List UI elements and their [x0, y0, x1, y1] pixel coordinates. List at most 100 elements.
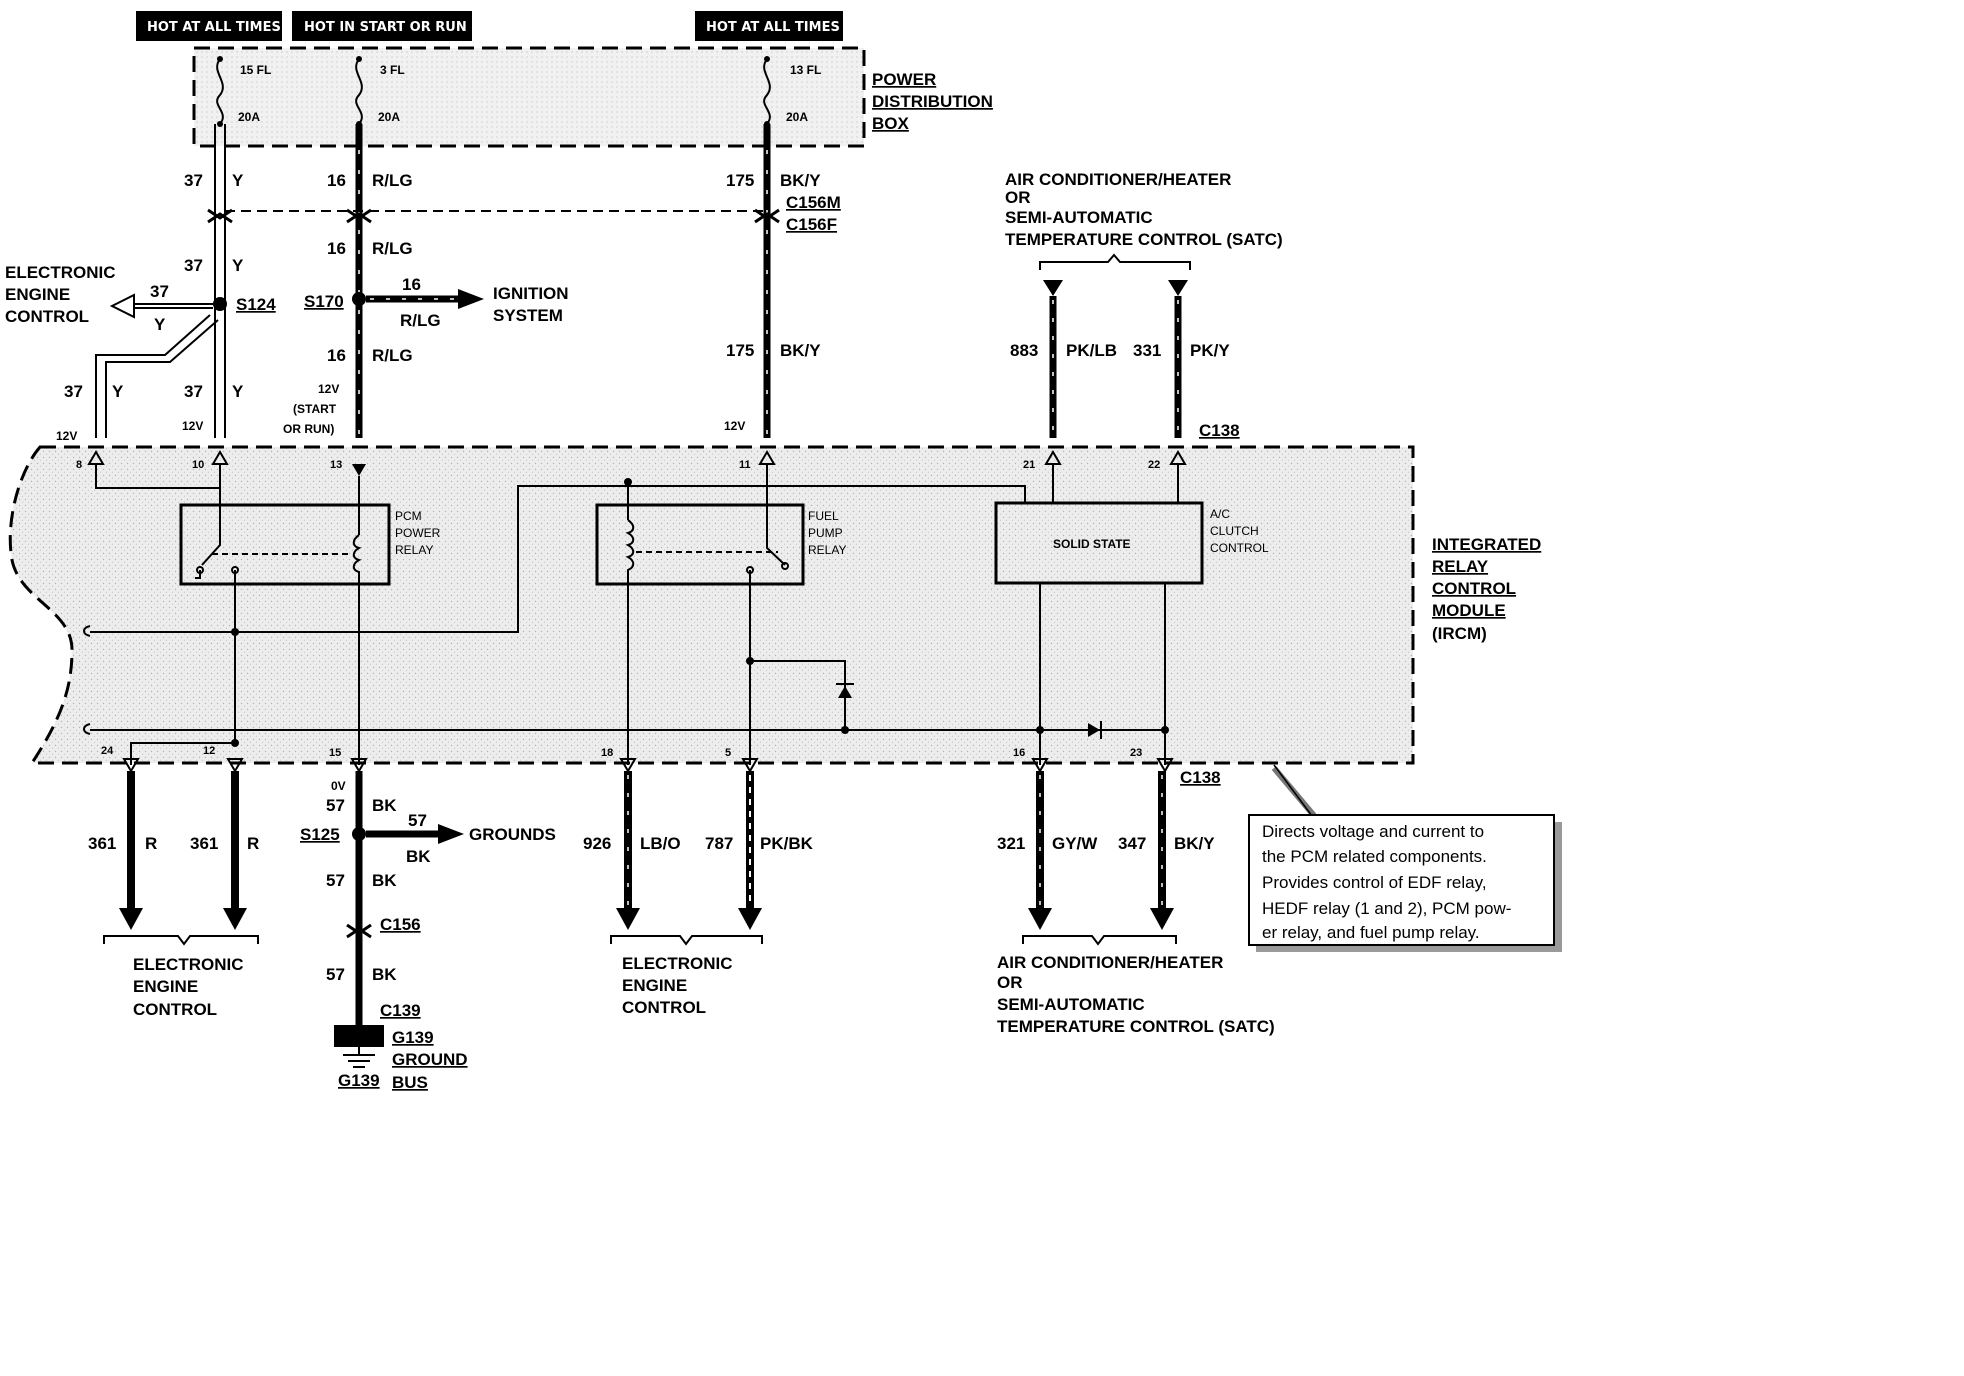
wire-321-gy-w: 321 GY/W [997, 771, 1098, 930]
ac-top-bracket [1039, 253, 1191, 270]
wire-color: R/LG [400, 311, 441, 330]
note-callout: Directs voltage and current to the PCM r… [1248, 764, 1562, 952]
wire-361-r-left: 361 R [88, 771, 157, 930]
fuel-pump-relay: FUEL PUMP RELAY [595, 503, 846, 586]
wire-number: 37 [184, 256, 203, 275]
wire-color: R [145, 834, 157, 853]
note-line-5: er relay, and fuel pump relay. [1262, 923, 1480, 942]
wire-color: Y [112, 382, 124, 401]
wire-number: 361 [190, 834, 218, 853]
voltage-12v: 12V [56, 429, 77, 443]
fuse-name: 3 FL [380, 63, 405, 77]
arrow-down-icon [616, 908, 640, 930]
arrow-left-icon [109, 293, 135, 319]
wire-number: 57 [408, 811, 427, 830]
ircm-bottom-pins: 24 12 15 18 5 16 23 C138 [101, 745, 1221, 787]
arrow-right-icon [458, 289, 484, 309]
connector-c156f: C156F [786, 215, 837, 234]
voltage-12v: 12V [182, 419, 203, 433]
note-line-4: HEDF relay (1 and 2), PCM pow- [1262, 899, 1511, 918]
wire-color: LB/O [640, 834, 681, 853]
splice-s124: S124 [236, 295, 276, 314]
splice-s125-dot [352, 827, 366, 841]
wire-number: 57 [326, 871, 345, 890]
ignition-label: IGNITION SYSTEM [493, 284, 569, 325]
header-label: HOT IN START OR RUN [304, 20, 467, 35]
svg-text:ENGINE: ENGINE [622, 976, 687, 995]
ircm-module: INTEGRATED RELAY CONTROL MODULE (IRCM) [8, 445, 1541, 765]
svg-text:POWER: POWER [395, 526, 441, 540]
connector-c138-bottom: C138 [1180, 768, 1221, 787]
wire-number: 321 [997, 834, 1025, 853]
wire-number: 16 [327, 171, 346, 190]
svg-text:RELAY: RELAY [395, 543, 433, 557]
arrow-down-icon [1043, 280, 1063, 296]
ac-bottom-bracket [1022, 935, 1177, 946]
svg-text:CONTROL: CONTROL [1210, 541, 1269, 555]
svg-text:A/C: A/C [1210, 507, 1230, 521]
connector-c156: C156 [380, 915, 421, 934]
eec-bottom-mid-bracket [610, 935, 763, 946]
wire-color: R/LG [372, 346, 413, 365]
arrow-down-icon [1168, 280, 1188, 296]
wire-color: BK [372, 796, 397, 815]
ircm-title-1: INTEGRATED [1432, 535, 1541, 554]
wire-926-lb-o: 926 LB/O [583, 771, 681, 930]
header-hot-at-all-times-left: HOT AT ALL TIMES [136, 11, 282, 41]
svg-text:FUEL: FUEL [808, 509, 839, 523]
note-line-2: the PCM related components. [1262, 847, 1487, 866]
fuse-rating: 20A [786, 110, 808, 124]
wire-color: Y [232, 171, 244, 190]
wire-number: 331 [1133, 341, 1161, 360]
wire-number: 175 [726, 341, 754, 360]
eec-bottom-left-bracket [103, 935, 259, 946]
arrow-down-icon [1150, 908, 1174, 930]
wire-color: Y [232, 256, 244, 275]
wire-color: GY/W [1052, 834, 1098, 853]
svg-text:TEMPERATURE CONTROL (SATC): TEMPERATURE CONTROL (SATC) [997, 1017, 1275, 1036]
svg-text:ELECTRONIC: ELECTRONIC [622, 954, 733, 973]
svg-text:SEMI-AUTOMATIC: SEMI-AUTOMATIC [1005, 208, 1153, 227]
voltage-0v: 0V [331, 779, 346, 793]
wire-361-r-right: 361 R [190, 771, 259, 930]
wire-number: 361 [88, 834, 116, 853]
wire-color: R/LG [372, 171, 413, 190]
wire-number: 883 [1010, 341, 1038, 360]
header-label: HOT AT ALL TIMES [147, 20, 281, 35]
wire-883-pk-lb: 883 PK/LB [1010, 280, 1117, 438]
wire-color: BK/Y [1174, 834, 1215, 853]
pin-15: 15 [329, 747, 341, 759]
pdb-title-3: BOX [872, 114, 910, 133]
wire-number: 175 [726, 171, 754, 190]
wire-color: R [247, 834, 259, 853]
arrow-down-icon [119, 908, 143, 930]
pin-21: 21 [1023, 459, 1035, 471]
fuse-15fl: 15 FL 20A [216, 56, 271, 127]
wire-number: 37 [150, 282, 169, 301]
svg-text:ELECTRONIC: ELECTRONIC [133, 955, 244, 974]
fuse-name: 13 FL [790, 63, 821, 77]
note-line-1: Directs voltage and current to [1262, 822, 1484, 841]
svg-text:IGNITION: IGNITION [493, 284, 569, 303]
eec-bottom-left-label: ELECTRONIC ENGINE CONTROL [133, 955, 244, 1019]
solid-state-label: SOLID STATE [1053, 537, 1131, 551]
splice-s170-dot [352, 292, 366, 306]
wiring-diagram: HOT AT ALL TIMES HOT IN START OR RUN HOT… [5, 11, 1562, 1092]
svg-text:OR: OR [997, 973, 1023, 992]
fuse-rating: 20A [378, 110, 400, 124]
arrow-down-icon [738, 908, 762, 930]
svg-text:SYSTEM: SYSTEM [493, 306, 563, 325]
wire-number: 37 [184, 382, 203, 401]
svg-text:GROUND: GROUND [392, 1050, 468, 1069]
wire-37-y: 37 Y 37 Y 37 Y 37 Y 37 Y S124 12V 12V [56, 124, 276, 443]
wire-57-bk: 0V 57 BK 57 BK 57 BK 57 BK S125 C156 C13… [300, 771, 464, 1025]
svg-text:TEMPERATURE CONTROL (SATC): TEMPERATURE CONTROL (SATC) [1005, 230, 1283, 249]
diode-icon [1088, 721, 1102, 739]
grounds-label: GROUNDS [469, 825, 556, 844]
ircm-title-2: RELAY [1432, 557, 1489, 576]
junction-dots [231, 478, 1169, 747]
pin-22: 22 [1148, 459, 1160, 471]
ircm-top-pins: 8 10 13 11 21 22 [76, 450, 1187, 476]
svg-text:PCM: PCM [395, 509, 422, 523]
eec-left-label: ELECTRONIC ENGINE CONTROL [5, 263, 116, 326]
